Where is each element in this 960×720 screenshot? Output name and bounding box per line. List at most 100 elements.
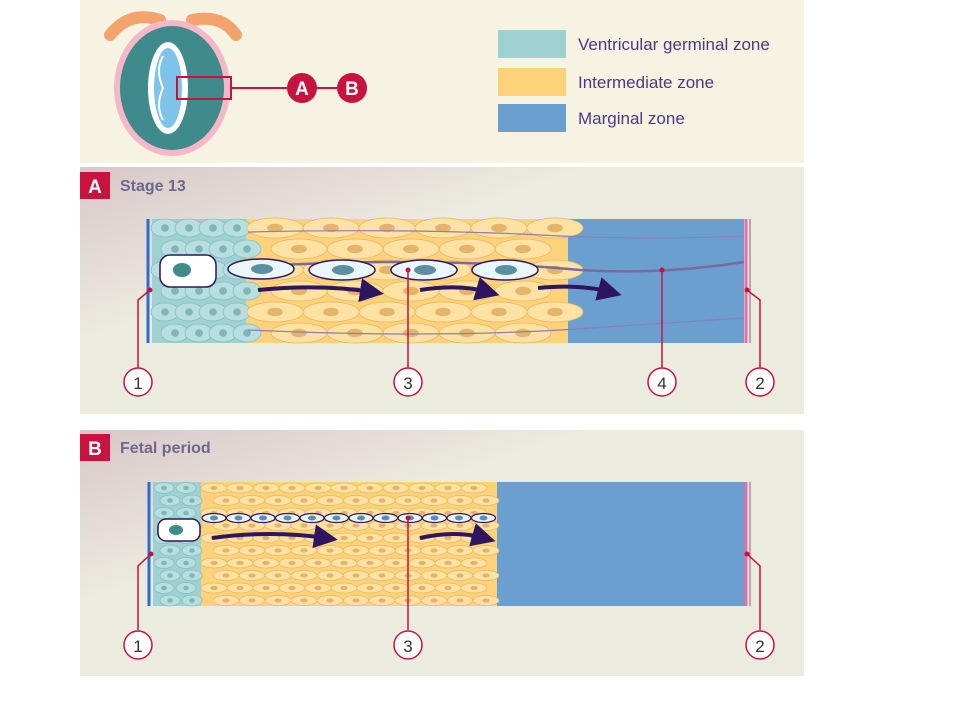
panel-b-germinal-cell-nucleus [167,498,173,503]
panel-b-intermediate-cell-nucleus [352,573,360,578]
panel-a-intermediate-cell-nucleus [267,223,283,233]
panel-b-intermediate-cell-nucleus [392,560,400,566]
panel-b-intermediate-cell-nucleus [326,598,334,603]
panel-b-intermediate-cell-nucleus [352,598,360,603]
panel-b-intermediate-cell-nucleus [340,485,348,491]
legend-label-intermediate: Intermediate zone [578,73,714,92]
panel-b-callout-1: 1 [123,630,153,660]
panel-b-intermediate-cell-nucleus [470,485,478,491]
panel-a-germinal-cell-nucleus [243,329,251,337]
panel-a-intermediate-cell-nucleus [291,244,307,254]
panel-a-germinal-cell-nucleus [243,245,251,253]
panel-b-intermediate-cell-nucleus [340,535,348,541]
panel-b-intermediate-cell-nucleus [430,523,438,528]
panel-b-intermediate-cell-nucleus [366,585,374,591]
panel-b-intermediate-cell-nucleus [326,548,334,553]
panel-b-neuron-nucleus [430,515,439,521]
panel-b-intermediate-cell-nucleus [288,585,296,591]
panel-a-leader-4-dot [659,267,665,273]
panel-a-intermediate-cell-nucleus [323,307,339,317]
panel-a-intermediate-cell-nucleus [515,328,531,338]
panel-b-intermediate-cell-nucleus [456,548,464,553]
panel-a-germinal-cell-nucleus [171,245,179,253]
panel-b-germinal-cell-nucleus [183,485,189,491]
panel-b-intermediate-cell-nucleus [222,523,230,528]
panel-b-intermediate-cell-nucleus [430,598,438,603]
panel-b-intermediate-cell-nucleus [392,510,400,516]
panel-b-neuron-nucleus [210,515,218,521]
marker-b-circle [337,73,367,103]
panel-b-migrating-cells [157,512,497,542]
panel-b-intermediate-cell-nucleus [314,485,322,491]
panel-b-intermediate-cell-nucleus [430,573,438,578]
panel-b-intermediate-cell-nucleus [404,498,412,503]
panel-b-intermediate-cell-nucleus [288,560,296,566]
panel-b-intermediate-cell-nucleus [262,535,270,541]
panel-b-intermediate-cell-nucleus [274,498,282,503]
panel-a-letter-box [80,172,110,199]
panel-a-arrow-2 [419,277,500,301]
panel-a-germinal-cell-nucleus [219,245,227,253]
panel-b-intermediate-cell-nucleus [392,485,400,491]
panel-b-intermediate-cell-nucleus [430,548,438,553]
panel-b-germinal-cell-nucleus [183,560,189,566]
panel-b-intermediate-cell-nucleus [392,535,400,541]
canal-highlight [158,55,165,121]
panel-a-callout-1: 1 [123,367,153,397]
panel-a-intermediate-cell-nucleus [435,307,451,317]
legend: Ventricular germinal zone Intermediate z… [498,30,770,132]
panel-b-intermediate-cell-nucleus [222,573,230,578]
panel-b-germinal-cell-nucleus [167,548,173,553]
left-crest-shape [104,11,166,41]
panel-b-intermediate-cell-nucleus [248,573,256,578]
panel-b-letter: B [88,439,102,460]
panel-a-germinal-cell-nucleus [233,224,241,232]
panel-b-neuron-nucleus [455,515,463,521]
panel-b-intermediate-cell-nucleus [456,498,464,503]
panel-b-germinal-cell-nucleus [183,585,189,591]
panel-b-intermediate-cell-nucleus [326,523,334,528]
panel-b-intermediate-cell-nucleus [378,523,386,528]
panel-b-intermediate-cell-nucleus [248,548,256,553]
panel-a-callout-4-label: 4 [657,374,666,393]
panel-b-intermediate-cell-nucleus [300,548,308,553]
panel-a-callout-4: 4 [647,367,677,397]
panel-b-neuron-nucleus [234,515,243,521]
panel-b-neuron-nucleus [259,515,267,521]
panel-b-germinal-cell-nucleus [189,498,195,503]
panel-a-fiber-upper [247,230,745,239]
panel-b-intermediate-cell-nucleus [274,548,282,553]
panel-b-intermediate-cell-nucleus [444,585,452,591]
panel-b-intermediate-cell-nucleus [456,598,464,603]
panel-b-intermediate-cell-nucleus [248,523,256,528]
panel-a-germinal-cell-nucleus [171,287,179,295]
panel-b-intermediate-cell-nucleus [482,573,490,578]
panel-b-intermediate-cell-nucleus [418,510,426,516]
panel-b-intermediate-cell-nucleus [444,510,452,516]
panel-b-neuron-nucleus [381,515,390,521]
panel-b-intermediate-cell-nucleus [262,560,270,566]
panel-b: B Fetal period 1 3 2 [80,430,804,676]
panel-b-germinal-cell-nucleus [167,598,173,603]
panel-a-germinal-cell-nucleus [209,308,217,316]
panel-a-intermediate-cell-nucleus [515,286,531,296]
panel-a-fiber-lower [247,317,745,335]
panel-b-leader-2-dot [744,551,750,557]
panel-b-intermediate-cell-nucleus [366,485,374,491]
marker-a-label: A [295,79,309,100]
panel-b-cell-layer [153,482,500,607]
panel-b-intermediate-cell-nucleus [340,585,348,591]
panel-b-source-nucleus [169,525,183,535]
panel-a-intermediate-cell-nucleus [347,244,363,254]
panel-a-neuron-1-nucleus [251,264,273,274]
panel-b-intermediate-cell-nucleus [392,585,400,591]
panel-b-intermediate-cell-nucleus [378,598,386,603]
panel-a-germinal-cell-nucleus [161,308,169,316]
panel-b-leader-1-dot [148,551,154,557]
panel-a-intermediate-cell-nucleus [403,286,419,296]
panel-b-neuron-nucleus [308,515,316,521]
panel-a-leader-2 [746,289,761,368]
panel-b-callout-2: 2 [745,630,775,660]
panel-b-intermediate-cell-nucleus [366,560,374,566]
